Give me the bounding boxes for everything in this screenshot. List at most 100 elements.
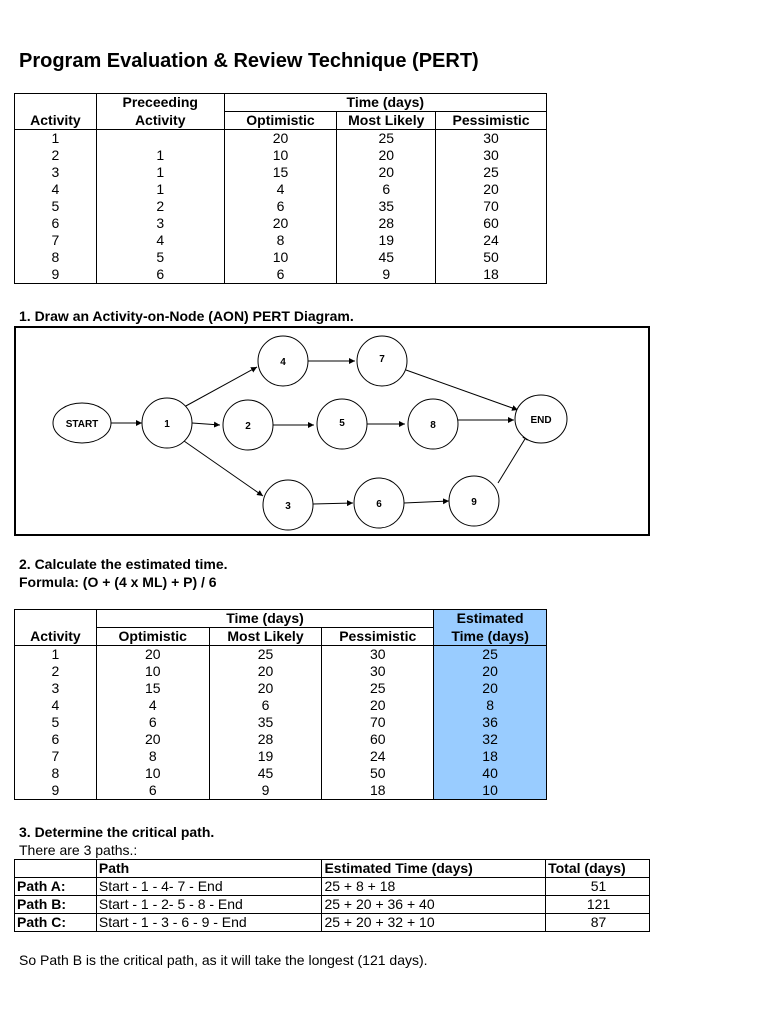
t3-header-path: Path bbox=[95, 859, 323, 878]
estimated-time-cell: 36 bbox=[433, 714, 547, 731]
total-cell: 51 bbox=[545, 877, 650, 896]
activity-cell: 9 bbox=[14, 782, 97, 800]
node-4-label: 4 bbox=[280, 357, 286, 368]
optimistic-cell: 15 bbox=[223, 164, 338, 181]
arrow-9-end bbox=[497, 433, 529, 484]
estimated-time-cell: 8 bbox=[433, 697, 547, 714]
path-label-cell: Path C: bbox=[14, 913, 97, 932]
activity-cell: 4 bbox=[14, 697, 97, 714]
activity-cell: 9 bbox=[14, 266, 97, 284]
preceding-cell: 1 bbox=[95, 164, 225, 181]
step1-heading: 1. Draw an Activity-on-Node (AON) PERT D… bbox=[19, 308, 354, 324]
estimated-time-cell: 40 bbox=[433, 765, 547, 782]
aon-pert-diagram: START 1 2 3 4 5 6 7 8 9 END bbox=[14, 326, 650, 536]
optimistic-cell: 10 bbox=[223, 147, 338, 164]
pessimistic-cell: 70 bbox=[435, 198, 547, 215]
pessimistic-cell: 24 bbox=[435, 232, 547, 249]
most-likely-cell: 28 bbox=[208, 731, 323, 748]
pessimistic-cell: 24 bbox=[321, 748, 435, 765]
node-3-label: 3 bbox=[285, 501, 291, 512]
most-likely-cell: 20 bbox=[336, 147, 437, 164]
pessimistic-cell: 30 bbox=[435, 129, 547, 147]
optimistic-cell: 20 bbox=[95, 731, 210, 748]
path-cell: Start - 1 - 2- 5 - 8 - End bbox=[95, 895, 323, 914]
estimated-cell: 25 + 20 + 32 + 10 bbox=[321, 913, 547, 932]
header-activity-blank bbox=[14, 93, 97, 112]
t3-header-total: Total (days) bbox=[545, 859, 650, 878]
header-optimistic: Optimistic bbox=[223, 111, 338, 130]
pessimistic-cell: 18 bbox=[435, 266, 547, 284]
most-likely-cell: 6 bbox=[336, 181, 437, 198]
most-likely-cell: 45 bbox=[208, 765, 323, 782]
arrow-6-9 bbox=[403, 498, 450, 505]
t2-header-estimated-2: Time (days) bbox=[433, 627, 547, 646]
header-preceding: Preceeding bbox=[95, 93, 225, 112]
header-activity: Activity bbox=[14, 111, 97, 130]
activity-cell: 2 bbox=[14, 147, 97, 164]
optimistic-cell: 10 bbox=[223, 249, 338, 266]
estimated-time-cell: 20 bbox=[433, 663, 547, 680]
t2-header-optimistic: Optimistic bbox=[95, 627, 210, 646]
node-4-shape bbox=[257, 335, 309, 387]
most-likely-cell: 6 bbox=[208, 697, 323, 714]
node-9-label: 9 bbox=[471, 497, 477, 508]
activity-cell: 2 bbox=[14, 663, 97, 680]
pessimistic-cell: 25 bbox=[321, 680, 435, 697]
activity-cell: 8 bbox=[14, 249, 97, 266]
optimistic-cell: 20 bbox=[95, 645, 210, 663]
estimated-time-table: Time (days) Estimated Activity Optimisti… bbox=[14, 609, 547, 800]
preceding-cell: 1 bbox=[95, 147, 225, 164]
activity-cell: 3 bbox=[14, 680, 97, 697]
most-likely-cell: 20 bbox=[208, 680, 323, 697]
critical-path-table: Path Estimated Time (days) Total (days) … bbox=[14, 859, 650, 932]
most-likely-cell: 25 bbox=[336, 129, 437, 147]
most-likely-cell: 9 bbox=[336, 266, 437, 284]
estimated-cell: 25 + 20 + 36 + 40 bbox=[321, 895, 547, 914]
activity-cell: 6 bbox=[14, 215, 97, 232]
node-2-label: 2 bbox=[245, 421, 251, 432]
step3-heading: 3. Determine the critical path. bbox=[19, 824, 215, 840]
node-8-shape bbox=[407, 398, 459, 450]
preceding-cell: 6 bbox=[95, 266, 225, 284]
total-cell: 121 bbox=[545, 895, 650, 914]
most-likely-cell: 9 bbox=[208, 782, 323, 800]
t2-header-activity: Activity bbox=[14, 627, 97, 646]
node-5-label: 5 bbox=[339, 418, 345, 429]
estimated-time-cell: 32 bbox=[433, 731, 547, 748]
node-end-label: END bbox=[530, 415, 551, 426]
optimistic-cell: 8 bbox=[95, 748, 210, 765]
node-8-label: 8 bbox=[430, 420, 436, 431]
node-6-shape bbox=[353, 477, 405, 529]
activity-table: Preceeding Time (days) Activity Activity… bbox=[14, 93, 548, 284]
most-likely-cell: 25 bbox=[208, 645, 323, 663]
pessimistic-cell: 70 bbox=[321, 714, 435, 731]
path-label-cell: Path B: bbox=[14, 895, 97, 914]
step2-heading: 2. Calculate the estimated time. bbox=[19, 556, 228, 572]
path-label-cell: Path A: bbox=[14, 877, 97, 896]
most-likely-cell: 28 bbox=[336, 215, 437, 232]
pessimistic-cell: 18 bbox=[321, 782, 435, 800]
most-likely-cell: 20 bbox=[336, 164, 437, 181]
optimistic-cell: 20 bbox=[223, 129, 338, 147]
activity-cell: 7 bbox=[14, 748, 97, 765]
t2-header-most-likely: Most Likely bbox=[208, 627, 323, 646]
optimistic-cell: 20 bbox=[223, 215, 338, 232]
diagram-arrows bbox=[108, 358, 529, 507]
estimated-time-cell: 25 bbox=[433, 645, 547, 663]
t3-header-blank bbox=[14, 859, 97, 878]
optimistic-cell: 6 bbox=[95, 714, 210, 731]
pessimistic-cell: 30 bbox=[321, 663, 435, 680]
preceding-cell: 2 bbox=[95, 198, 225, 215]
activity-cell: 1 bbox=[14, 129, 97, 147]
total-cell: 87 bbox=[545, 913, 650, 932]
